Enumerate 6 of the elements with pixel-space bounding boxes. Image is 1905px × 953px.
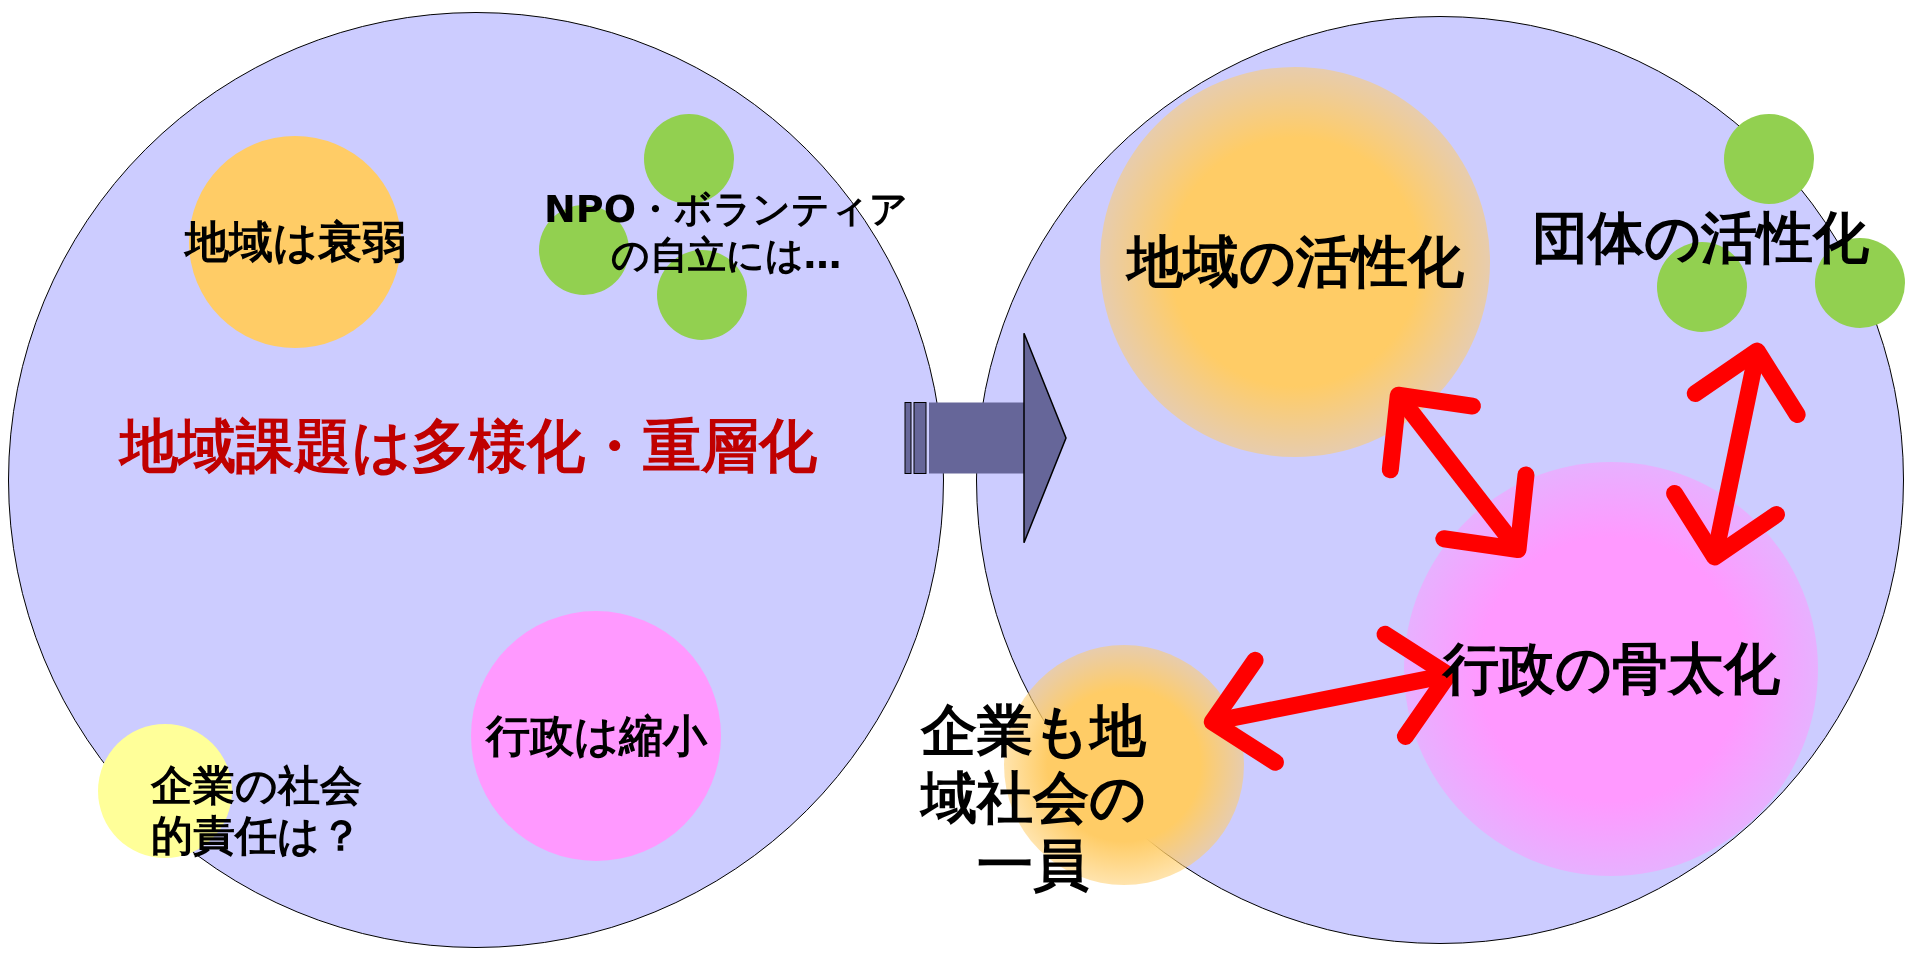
node-label: 企業も地域社会の一員	[918, 697, 1147, 899]
node-label: 行政の骨太化	[1442, 635, 1780, 703]
node-label: 行政は縮小	[485, 709, 707, 763]
node-label: 地域の活性化	[1126, 228, 1464, 296]
heading-text: 地域課題は多様化・重層化	[119, 412, 817, 482]
node-label: 企業の社会的責任は？	[149, 761, 363, 862]
